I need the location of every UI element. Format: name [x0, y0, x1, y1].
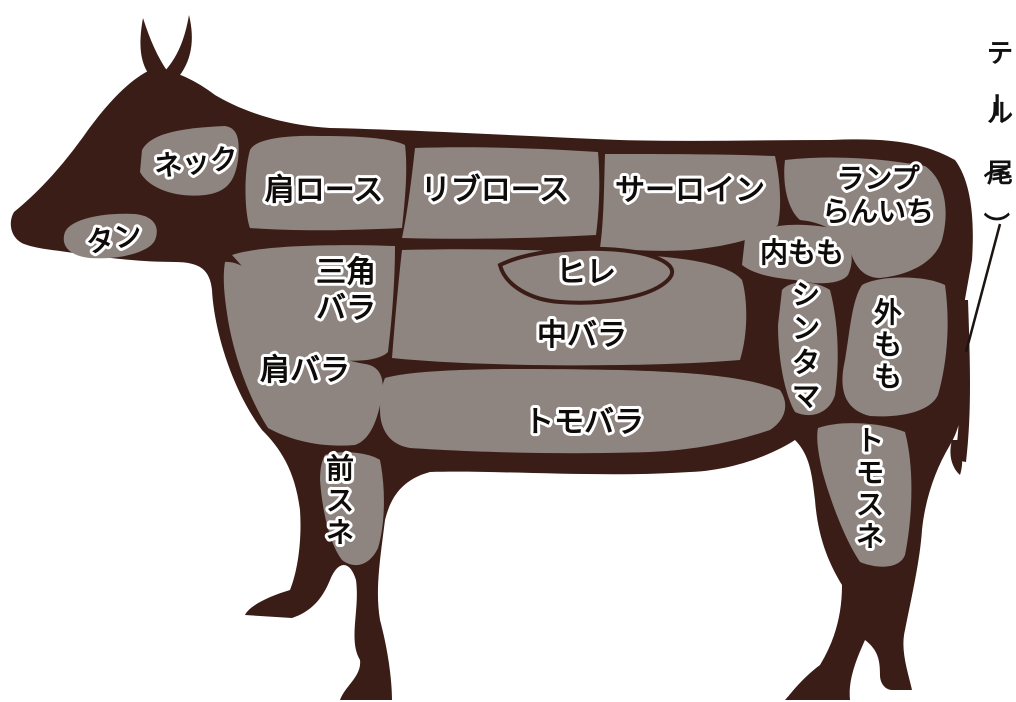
- label-chuck-roll: 肩ロース: [265, 173, 384, 208]
- label-rib-roll: リブロース: [421, 173, 570, 208]
- label-uchimomo: 内もも: [760, 236, 844, 269]
- label-rump-line2: らんいち: [822, 195, 934, 228]
- label-hire: ヒレ: [556, 255, 616, 290]
- label-sankaku-line1: 三角: [316, 255, 376, 290]
- label-naka-bara: 中バラ: [537, 318, 627, 353]
- label-sotomomo: 外もも: [874, 296, 902, 393]
- label-sankaku-line2: バラ: [316, 291, 376, 326]
- label-mae-sune: 前スネ: [326, 452, 354, 549]
- label-shintama: シンタマ: [792, 278, 820, 413]
- label-tail: テール（尾）: [980, 39, 1013, 238]
- label-tomo-sune: トモスネ: [856, 424, 884, 553]
- label-sirloin: サーロイン: [615, 173, 765, 208]
- label-tomo-bara: トモバラ: [524, 405, 644, 440]
- label-kata-bara: 肩バラ: [260, 353, 350, 388]
- label-rump-line1: ランプ: [836, 162, 920, 195]
